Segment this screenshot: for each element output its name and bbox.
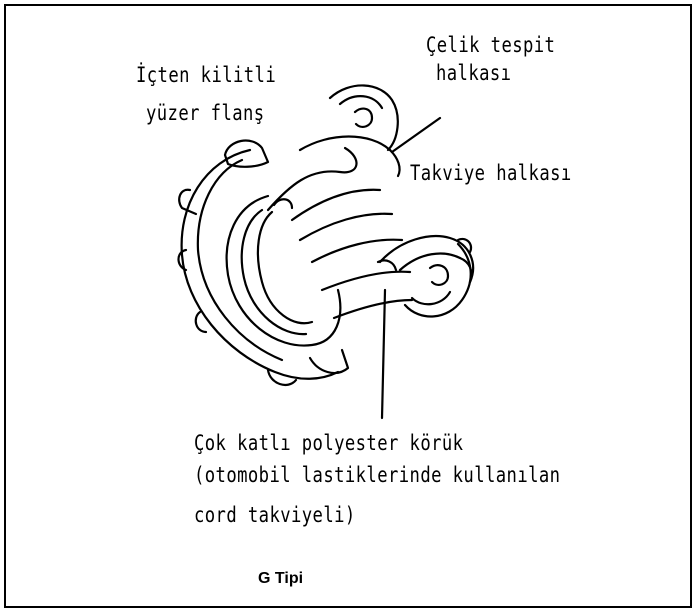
label-bellows-line1: Çok katlı polyester körük: [194, 430, 463, 456]
label-inner-flange-line2: yüzer flanş: [146, 100, 265, 126]
label-reinforcement-ring: Takviye halkası: [410, 160, 572, 186]
label-steel-ring-line1: Çelik tespit: [426, 32, 555, 58]
label-inner-flange-line1: İçten kilitli: [136, 62, 276, 88]
label-bellows-line2: (otomobil lastiklerinde kullanılan: [194, 462, 560, 488]
diagram-caption: G Tipi: [258, 570, 303, 588]
label-steel-ring-line2: halkası: [436, 60, 511, 86]
label-bellows-line3: cord takviyeli): [194, 502, 356, 528]
